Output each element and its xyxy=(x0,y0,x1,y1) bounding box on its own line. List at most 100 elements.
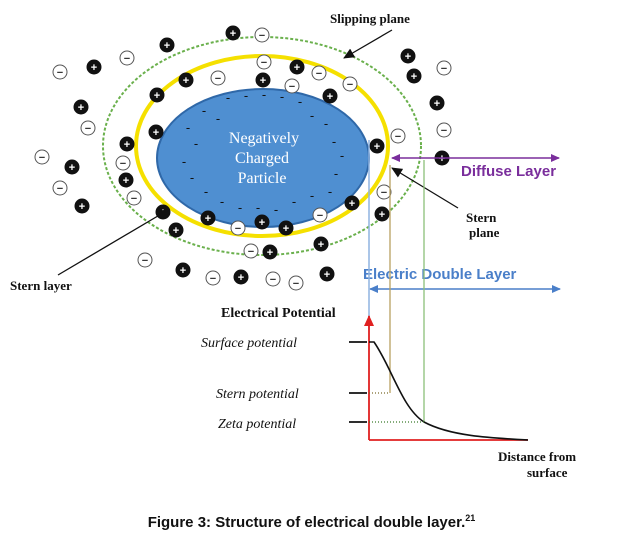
negative-charge-sign: - xyxy=(340,148,344,163)
caption-reference: 21 xyxy=(465,513,476,523)
positive-ion: + xyxy=(313,236,329,252)
negative-charge-sign: - xyxy=(226,90,230,105)
positive-ion: + xyxy=(374,206,390,222)
stern-layer-arrow xyxy=(57,209,169,276)
svg-text:−: − xyxy=(441,63,447,75)
negative-charge-sign: - xyxy=(220,194,224,209)
slipping-plane-arrow xyxy=(343,29,393,59)
svg-text:−: − xyxy=(316,68,322,80)
svg-text:−: − xyxy=(131,193,137,205)
svg-text:+: + xyxy=(405,51,411,63)
positive-ion: + xyxy=(322,88,338,104)
negative-charge-sign: - xyxy=(274,202,278,217)
positive-ion: + xyxy=(278,220,294,236)
svg-text:+: + xyxy=(411,71,417,83)
svg-text:+: + xyxy=(123,175,129,187)
svg-text:+: + xyxy=(294,62,300,74)
svg-text:−: − xyxy=(259,30,265,42)
svg-text:−: − xyxy=(270,274,276,286)
svg-text:−: − xyxy=(248,246,254,258)
positive-ion: + xyxy=(406,68,422,84)
caption-text: Figure 3: Structure of electrical double… xyxy=(147,514,466,531)
negative-ion: − xyxy=(126,190,142,206)
negative-ion: − xyxy=(256,54,272,70)
diffuse-layer-label: Diffuse Layer xyxy=(461,163,556,180)
svg-text:+: + xyxy=(259,217,265,229)
negative-charge-sign: - xyxy=(256,200,260,215)
negative-charge-sign: - xyxy=(332,134,336,149)
svg-text:+: + xyxy=(153,127,159,139)
electric-double-layer-label: Electric Double Layer xyxy=(363,266,517,283)
negative-ion: − xyxy=(254,27,270,43)
negative-ion: − xyxy=(311,65,327,81)
svg-text:+: + xyxy=(154,90,160,102)
negative-ion: − xyxy=(52,64,68,80)
positive-ion: + xyxy=(118,172,134,188)
negative-charge-sign: - xyxy=(280,89,284,104)
svg-text:+: + xyxy=(318,239,324,251)
svg-text:−: − xyxy=(381,187,387,199)
negative-ion: − xyxy=(288,275,304,291)
svg-text:−: − xyxy=(120,158,126,170)
positive-ion: + xyxy=(73,99,89,115)
negative-charge-sign: - xyxy=(328,184,332,199)
svg-text:+: + xyxy=(267,247,273,259)
negative-ion: − xyxy=(312,207,328,223)
svg-text:+: + xyxy=(173,225,179,237)
negative-ion: − xyxy=(119,50,135,66)
negative-ion: − xyxy=(284,78,300,94)
distance-label-line1: Distance from xyxy=(498,449,576,464)
positive-ion: + xyxy=(344,195,360,211)
negative-charge-sign: - xyxy=(262,87,266,102)
svg-text:+: + xyxy=(205,213,211,225)
positive-ion: + xyxy=(429,95,445,111)
negative-ion: − xyxy=(34,149,50,165)
particle-label-line1: Negatively xyxy=(229,130,299,147)
svg-text:−: − xyxy=(293,278,299,290)
svg-text:+: + xyxy=(164,40,170,52)
positive-ion: + xyxy=(86,59,102,75)
svg-text:+: + xyxy=(79,201,85,213)
negative-ion: − xyxy=(80,120,96,136)
svg-text:+: + xyxy=(183,75,189,87)
positive-ion: + xyxy=(168,222,184,238)
svg-text:−: − xyxy=(289,81,295,93)
svg-text:−: − xyxy=(395,131,401,143)
positive-ion: + xyxy=(225,25,241,41)
negative-ion: − xyxy=(376,184,392,200)
negative-charge-sign: - xyxy=(298,94,302,109)
negative-charge-sign: - xyxy=(202,103,206,118)
svg-text:−: − xyxy=(347,79,353,91)
svg-text:+: + xyxy=(324,269,330,281)
negative-ion: − xyxy=(205,270,221,286)
negative-charge-sign: - xyxy=(216,111,220,126)
svg-text:−: − xyxy=(317,210,323,222)
positive-ion: + xyxy=(155,204,171,220)
negative-charge-sign: - xyxy=(310,108,314,123)
negative-charge-sign: - xyxy=(194,136,198,151)
negative-charge-sign: - xyxy=(204,184,208,199)
svg-text:+: + xyxy=(374,141,380,153)
negative-ion: − xyxy=(390,128,406,144)
electrical-potential-label: Electrical Potential xyxy=(221,306,336,321)
positive-ion: + xyxy=(159,37,175,53)
svg-text:+: + xyxy=(78,102,84,114)
negative-charge-sign: - xyxy=(310,188,314,203)
distance-label-line2: surface xyxy=(527,465,568,480)
stern-plane-arrow xyxy=(391,167,459,209)
svg-text:−: − xyxy=(210,273,216,285)
negative-charge-sign: - xyxy=(182,154,186,169)
svg-text:+: + xyxy=(91,62,97,74)
svg-text:−: − xyxy=(85,123,91,135)
particle-label-line2: Charged xyxy=(235,150,289,167)
positive-ion: + xyxy=(175,262,191,278)
positive-ion: + xyxy=(255,72,271,88)
svg-text:+: + xyxy=(238,272,244,284)
positive-ion: + xyxy=(262,244,278,260)
svg-text:+: + xyxy=(283,223,289,235)
negative-ion: − xyxy=(265,271,281,287)
negative-ion: − xyxy=(243,243,259,259)
svg-text:−: − xyxy=(124,53,130,65)
svg-text:+: + xyxy=(349,198,355,210)
